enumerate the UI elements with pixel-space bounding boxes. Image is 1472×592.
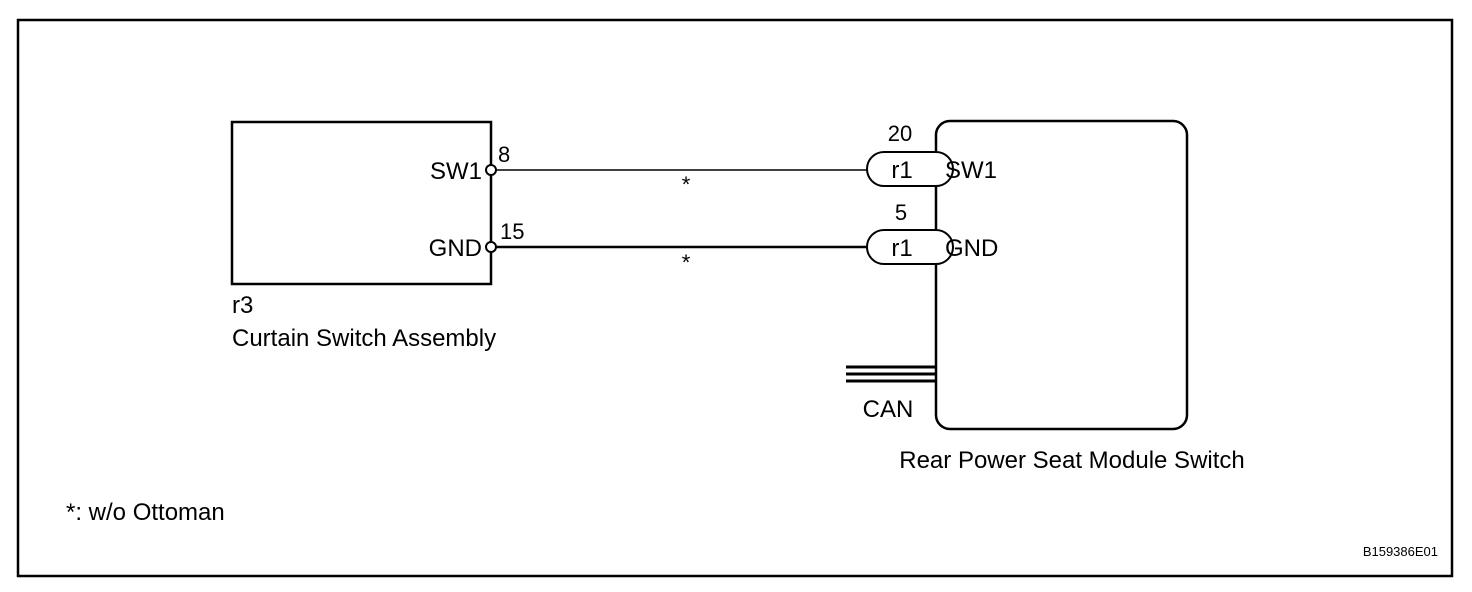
pin-terminal-sw1 [485,164,497,176]
module-pin-label-sw1: SW1 [945,157,997,184]
module-pin-number-sw1: 20 [888,121,912,146]
connector-capsule-gnd [866,229,954,265]
curtain-pin-label-gnd: GND [429,235,482,262]
curtain-switch-name: Curtain Switch Assembly [232,325,496,352]
diagram-frame [16,18,1454,578]
curtain-switch-box [230,120,493,286]
footnote: *: w/o Ottoman [66,499,225,526]
can-bus-label: CAN [863,396,914,423]
curtain-pin-number-sw1: 8 [498,142,510,167]
curtain-pin-label-sw1: SW1 [430,158,482,185]
wire-mark-sw1: * [682,172,691,197]
connector-code-gnd: r1 [891,235,912,262]
seat-module-box [934,119,1189,431]
pin-terminal-gnd [485,241,497,253]
connector-capsule-sw1 [866,151,954,187]
module-pin-number-gnd: 5 [895,200,907,225]
figure-code: B159386E01 [1363,544,1438,559]
connector-code-sw1: r1 [891,157,912,184]
curtain-connector-code: r3 [232,292,253,319]
wire-mark-gnd: * [682,250,691,275]
seat-module-name: Rear Power Seat Module Switch [899,447,1245,474]
curtain-pin-number-gnd: 15 [500,219,524,244]
module-pin-label-gnd: GND [945,235,998,262]
